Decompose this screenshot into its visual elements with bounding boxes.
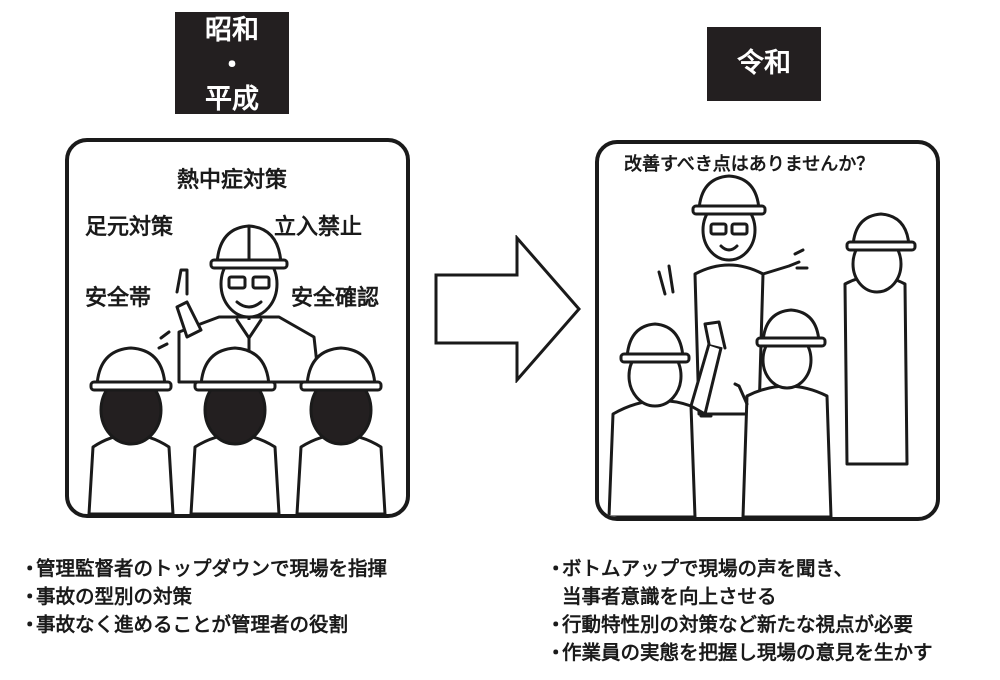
- right-arrow-icon: [434, 235, 581, 383]
- bullet-dot: ・: [546, 641, 566, 664]
- bullet-text: 行動特性別の対策など新たな視点が必要: [562, 613, 914, 636]
- list-item: ・ボトムアップで現場の声を聞き、: [546, 555, 933, 583]
- bullet-text: ボトムアップで現場の声を聞き、: [562, 557, 854, 580]
- era-label-line-2: ・: [218, 49, 246, 81]
- word-safety-belt: 安全帯: [85, 286, 152, 311]
- bullet-list-reiwa: ・ボトムアップで現場の声を聞き、 当事者意識を向上させる ・行動特性別の対策など…: [546, 555, 933, 667]
- bullet-text: 作業員の実態を把握し現場の意見を生かす: [562, 641, 933, 664]
- word-heatstroke-measures: 熱中症対策: [177, 168, 288, 193]
- worker-back-left: [87, 346, 175, 514]
- bullet-dot: ・: [20, 585, 40, 608]
- list-item: ・作業員の実態を把握し現場の意見を生かす: [546, 639, 933, 667]
- word-safety-check: 安全確認: [291, 286, 380, 311]
- bullet-dot: ・: [546, 613, 566, 636]
- bullet-dot: ・: [20, 557, 40, 580]
- bullet-text: 事故の型別の対策: [36, 585, 193, 608]
- word-no-entry: 立入禁止: [274, 215, 363, 240]
- worker-back-center: [189, 346, 281, 514]
- era-label-showa-heisei: 昭和 ・ 平成: [175, 12, 289, 115]
- worker-raised-arm-left: [607, 320, 727, 517]
- bottom-up-scene-illustration: [607, 174, 917, 517]
- worker-back-right: [295, 346, 387, 514]
- bullet-list-showa-heisei: ・管理監督者のトップダウンで現場を指揮 ・事故の型別の対策 ・事故なく進めること…: [20, 555, 387, 639]
- supervisor-pointing-arm: [175, 300, 203, 339]
- worker-raising-hand-center: [733, 308, 833, 517]
- list-item-continuation: 当事者意識を向上させる: [562, 585, 777, 608]
- list-item: ・管理監督者のトップダウンで現場を指揮: [20, 555, 387, 583]
- panel-bottom-up-illustration: 改善すべき点はありませんか？: [595, 140, 940, 521]
- bullet-text: 管理監督者のトップダウンで現場を指揮: [36, 557, 388, 580]
- list-item: ・行動特性別の対策など新たな視点が必要: [546, 611, 933, 639]
- worker-standing-right: [843, 212, 917, 466]
- speech-question: 改善すべき点はありませんか？: [624, 154, 875, 175]
- bullet-dot: ・: [546, 557, 566, 580]
- worker-backs: [87, 346, 387, 514]
- era-label-line-1: 昭和: [205, 15, 259, 46]
- list-item: ・事故なく進めることが管理者の役割: [20, 611, 387, 639]
- era-label-reiwa: 令和: [707, 27, 821, 101]
- bullet-text: 事故なく進めることが管理者の役割: [36, 613, 349, 636]
- list-item: ・事故の型別の対策: [20, 583, 387, 611]
- era-label-line-3: 平成: [205, 84, 259, 116]
- panel-top-down-illustration: 熱中症対策 足元対策 立入禁止 安全帯 安全確認: [65, 138, 410, 518]
- word-footing-measures: 足元対策: [85, 215, 174, 240]
- top-down-scene-illustration: [87, 224, 387, 514]
- bullet-dot: ・: [20, 613, 40, 636]
